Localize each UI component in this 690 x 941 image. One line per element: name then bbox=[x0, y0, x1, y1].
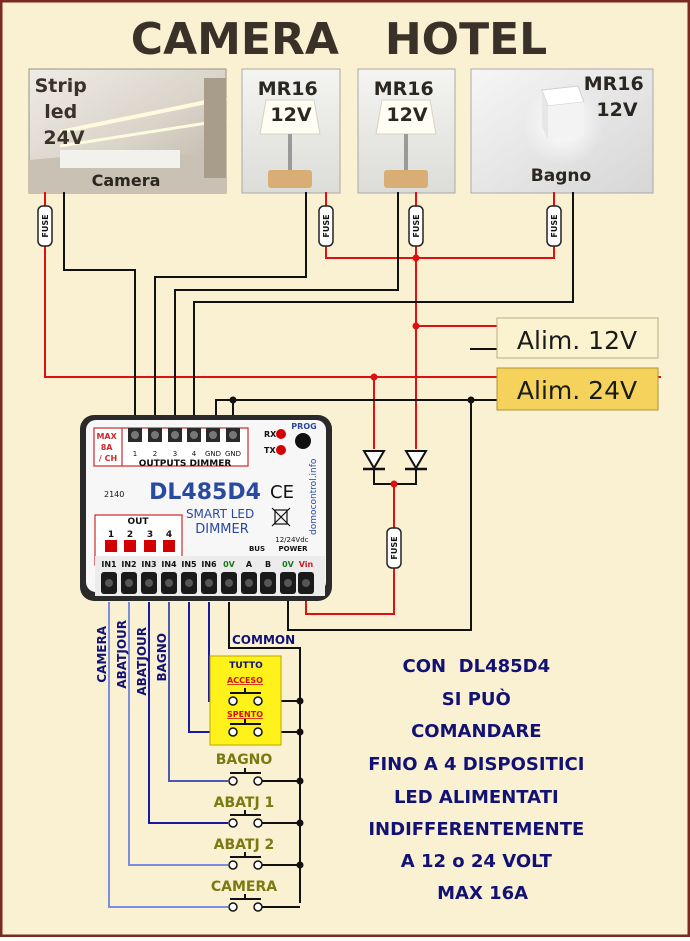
out-led-label: 3 bbox=[147, 530, 153, 540]
pushbuttons bbox=[228, 688, 263, 912]
device-out-title: OUT bbox=[127, 517, 149, 527]
in-terminal-label: IN6 bbox=[201, 560, 217, 569]
fuse-1: FUSE bbox=[37, 205, 53, 247]
device-outputs-title: OUTPUTS DIMMER bbox=[139, 459, 232, 469]
tutto-box bbox=[209, 655, 282, 746]
description-text: CON DL485D4 SI PUÒ COMANDARE FINO A 4 DI… bbox=[368, 656, 584, 904]
out-led bbox=[163, 540, 175, 552]
out-terminal-label: 1 bbox=[133, 450, 137, 458]
prog-button[interactable] bbox=[295, 433, 311, 449]
tutto-title: TUTTO bbox=[229, 661, 263, 671]
switch-label-bagno: BAGNO bbox=[216, 752, 273, 768]
fuse-label: FUSE bbox=[550, 214, 559, 237]
load-photo-mr16-bath bbox=[470, 68, 654, 194]
fuse-2: FUSE bbox=[318, 205, 334, 247]
load-caption-bagno: Bagno bbox=[531, 166, 591, 186]
in-terminal-label: Vin bbox=[299, 560, 314, 569]
switch-label-camera: CAMERA bbox=[211, 879, 277, 895]
bus-label: BUS bbox=[249, 545, 265, 553]
common-label: COMMON bbox=[232, 633, 295, 647]
in-terminal-label: IN4 bbox=[161, 560, 177, 569]
junction-dots-black bbox=[229, 396, 475, 404]
psu-12v-box bbox=[496, 317, 659, 359]
in-terminal-label: IN3 bbox=[141, 560, 156, 569]
load-caption-camera: Camera bbox=[92, 171, 161, 190]
in-terminal-label: B bbox=[265, 560, 271, 569]
fuse-label: FUSE bbox=[390, 536, 399, 559]
out-terminal-label: 2 bbox=[153, 450, 157, 458]
device-max-rating: MAX 8A / CH bbox=[96, 432, 119, 463]
wire-label-camera: CAMERA bbox=[95, 625, 109, 682]
tutto-acceso-label: ACCESO bbox=[227, 676, 263, 685]
psu-24v-label: Alim. 24V bbox=[517, 376, 637, 405]
psu-12v-label: Alim. 12V bbox=[517, 326, 637, 355]
pushbutton-spento[interactable] bbox=[228, 719, 263, 737]
device-serial: 2140 bbox=[104, 490, 124, 499]
fuse-label: FUSE bbox=[412, 214, 421, 237]
junction-dots-red bbox=[370, 254, 420, 488]
load-photo-mr16-lamp-2 bbox=[357, 68, 456, 194]
device-model: DL485D4 bbox=[149, 480, 261, 505]
fuses: FUSE FUSE FUSE FUSE FUSE bbox=[37, 205, 562, 569]
in-terminal-label: IN1 bbox=[101, 560, 117, 569]
pushbutton-camera[interactable] bbox=[228, 894, 263, 912]
psu-24v-box bbox=[496, 367, 659, 411]
out-led-label: 2 bbox=[127, 530, 133, 540]
pushbutton-acceso[interactable] bbox=[228, 688, 263, 706]
in-terminal-label: 0V bbox=[223, 560, 236, 569]
switch-label-abatj-2: ABATJ 2 bbox=[214, 837, 275, 853]
load-label-mr16-bath: MR16 12V bbox=[584, 73, 651, 121]
fuse-5: FUSE bbox=[386, 527, 402, 569]
out-terminal-label: GND bbox=[205, 450, 221, 458]
in-terminal-label: IN2 bbox=[121, 560, 136, 569]
fuse-4: FUSE bbox=[546, 205, 562, 247]
fuse-3: FUSE bbox=[408, 205, 424, 247]
rx-led bbox=[276, 429, 286, 439]
fuse-label: FUSE bbox=[41, 214, 50, 237]
page-title: CAMERA HOTEL bbox=[131, 14, 547, 65]
prog-label: PROG bbox=[291, 422, 316, 431]
pushbutton-abatj-1[interactable] bbox=[228, 810, 263, 828]
in-terminal-label: A bbox=[246, 560, 253, 569]
wire-label-abatjour-1: ABATJOUR bbox=[115, 620, 129, 689]
load-photo-mr16-lamp-1 bbox=[241, 68, 341, 194]
output-terminal-block: 1 2 3 4 GND GND bbox=[128, 428, 241, 458]
tutto-spento-label: SPENTO bbox=[227, 710, 263, 719]
input-terminal-block: IN1 IN2 IN3 IN4 IN5 IN6 0V A B 0V Vin bbox=[101, 560, 314, 594]
common-junctions bbox=[296, 697, 304, 869]
tx-label: TX bbox=[264, 446, 276, 455]
out-led-row: 1 2 3 4 bbox=[105, 530, 175, 552]
in-terminal-label: 0V bbox=[282, 560, 295, 569]
out-led-label: 1 bbox=[108, 530, 114, 540]
power-label: 12/24Vdc POWER bbox=[275, 536, 311, 553]
pushbutton-abatj-2[interactable] bbox=[228, 852, 263, 870]
out-led bbox=[124, 540, 136, 552]
out-led bbox=[144, 540, 156, 552]
tx-led bbox=[276, 445, 286, 455]
load-photo-strip-led bbox=[28, 68, 227, 194]
diode-right bbox=[404, 450, 428, 471]
device-website: domocontrol.info bbox=[309, 458, 319, 535]
out-led-label: 4 bbox=[166, 530, 172, 540]
load-label-strip-led: Strip led 24V bbox=[35, 75, 94, 149]
weee-bin-icon bbox=[271, 507, 291, 527]
out-led bbox=[105, 540, 117, 552]
out-terminal-label: 3 bbox=[173, 450, 177, 458]
wire-label-abatjour-2: ABATJOUR bbox=[135, 627, 149, 696]
diode-left bbox=[362, 450, 386, 471]
load-label-mr16-1: MR16 12V bbox=[258, 78, 325, 126]
switch-label-abatj-1: ABATJ 1 bbox=[214, 795, 275, 811]
out-terminal-label: 4 bbox=[192, 450, 197, 458]
rx-label: RX bbox=[264, 430, 277, 439]
fuse-label: FUSE bbox=[322, 214, 331, 237]
out-terminal-label: GND bbox=[225, 450, 241, 458]
load-label-mr16-2: MR16 12V bbox=[374, 78, 441, 126]
wire-label-bagno: BAGNO bbox=[155, 633, 169, 682]
pushbutton-bagno[interactable] bbox=[228, 768, 263, 786]
ce-mark: CE bbox=[270, 482, 294, 503]
device-subtitle: SMART LED DIMMER bbox=[186, 507, 258, 537]
in-terminal-label: IN5 bbox=[181, 560, 197, 569]
